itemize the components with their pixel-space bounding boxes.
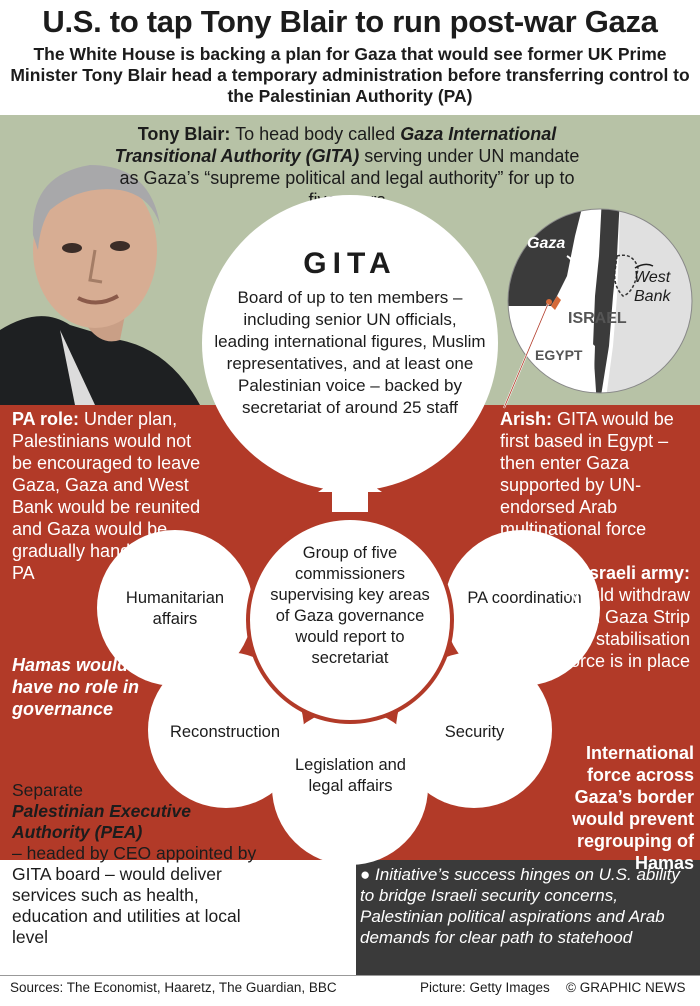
pea-note: Separate Palestinian Executive Authority… — [12, 780, 262, 948]
arish-note: Arish: GITA would be first based in Egyp… — [500, 408, 692, 540]
area-humanitarian: Humanitarian affairs — [125, 589, 225, 628]
initiative-text: Initiative’s success hinges on U.S. abil… — [360, 865, 680, 947]
pa-role-label: PA role: — [12, 409, 80, 429]
pa-coordination-circle — [444, 530, 600, 686]
footer-picture-credit: Picture: Getty Images — [420, 980, 550, 995]
israeli-army-note: Israeli army: Would withdraw from Gaza S… — [548, 562, 690, 672]
arish-label: Arish: — [500, 409, 553, 429]
legislation-circle — [272, 709, 428, 865]
center-circle — [250, 520, 450, 720]
gita-description: Board of up to ten members – including s… — [214, 288, 486, 417]
blair-label: Tony Blair: — [137, 124, 231, 144]
pea-intro: Separate — [12, 780, 84, 800]
footer-graphic-news: © GRAPHIC NEWS — [566, 980, 686, 995]
gita-circle — [202, 195, 498, 491]
area-security: Security — [444, 723, 505, 741]
pea-name: Palestinian Executive Authority (PEA) — [12, 801, 191, 842]
footer — [0, 975, 700, 1006]
tony-blair-portrait — [0, 165, 200, 405]
initiative-note: ● Initiative’s success hinges on U.S. ab… — [360, 864, 694, 948]
blair-text-before: To head body called — [235, 124, 396, 144]
israeli-army-text: Would withdraw from Gaza Strip once stab… — [551, 585, 690, 671]
humanitarian-circle — [97, 530, 253, 686]
area-legislation: Legislation and legal affairs — [294, 756, 406, 795]
pa-role-text: Under plan, Palestinians would not be en… — [12, 409, 211, 583]
gita-full-name: Gaza International Transitional Authorit… — [114, 124, 557, 166]
commissioners-description: Group of five commissioners supervising … — [270, 544, 430, 667]
israeli-army-label: Israeli army: — [583, 563, 690, 583]
map-label-gaza: Gaza — [527, 235, 566, 252]
security-circle — [396, 652, 552, 808]
pea-text: – headed by CEO appointed by GITA board … — [12, 843, 257, 947]
hamas-note: Hamas would have no role in governance — [12, 655, 140, 719]
area-reconstruction: Reconstruction — [169, 723, 281, 741]
map-label-west-bank: West Bank — [634, 269, 671, 305]
arish-connector-line — [503, 303, 549, 409]
reconstruction-circle — [148, 652, 304, 808]
gita-title: GITA — [303, 247, 397, 280]
footer-sources: Sources: The Economist, Haaretz, The Gua… — [10, 980, 337, 995]
map-label-israel: ISRAEL — [568, 310, 627, 327]
international-force-note: International force across Gaza’s border… — [571, 743, 694, 873]
arish-text: GITA would be first based in Egypt – the… — [500, 409, 674, 539]
bullet-icon: ● — [360, 865, 371, 884]
subheadline: The White House is backing a plan for Ga… — [10, 44, 690, 106]
dark-band — [356, 860, 700, 975]
region-map — [507, 208, 693, 394]
headline: U.S. to tap Tony Blair to run post-war G… — [42, 4, 658, 39]
pa-role-note: PA role: Under plan, Palestinians would … — [12, 408, 212, 584]
map-label-egypt: EGYPT — [535, 347, 583, 363]
area-pa-coordination: PA coordination — [467, 589, 582, 607]
